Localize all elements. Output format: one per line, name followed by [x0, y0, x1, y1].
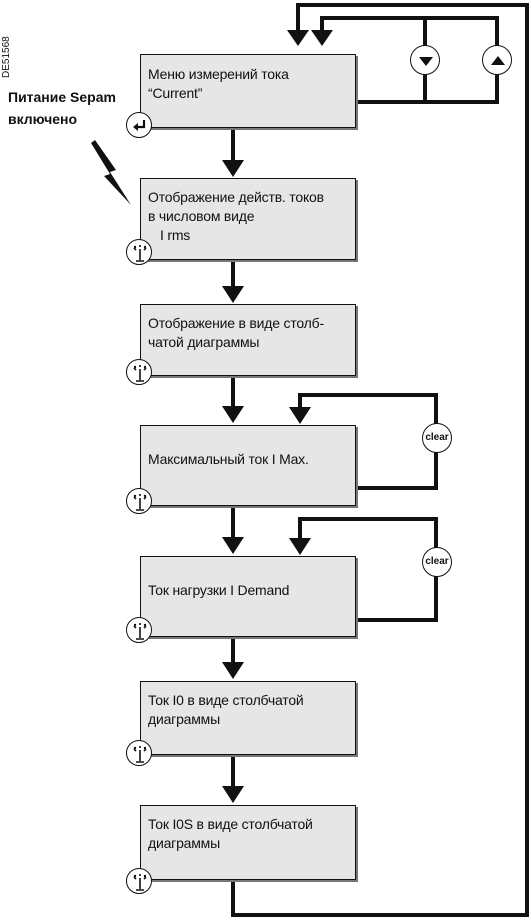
box-text-line: Ток I0S в виде столбчатой: [148, 816, 313, 832]
menu-current-box: Меню измерений тока “Current”: [140, 54, 356, 128]
lightning-icon: [91, 140, 131, 205]
i0-bar-graph-box: Ток I0 в виде столбчатой диаграммы: [140, 681, 356, 755]
box-text-line: “Current”: [148, 85, 203, 101]
up-arrow-key-icon[interactable]: [482, 45, 512, 75]
bell-key-icon[interactable]: [126, 740, 152, 766]
box-text-line: чатой диаграммы: [148, 334, 260, 350]
box-text-line: в числовом виде: [148, 208, 255, 224]
i0s-bar-graph-box: Ток I0S в виде столбчатой диаграммы: [140, 805, 356, 880]
box-text-line: диаграммы: [148, 835, 220, 851]
max-current-box: Максимальный ток I Max.: [140, 425, 356, 506]
power-label-line1: Питание Sepam: [8, 89, 116, 105]
box-text-line: I rms: [160, 227, 191, 243]
box-text-line: Ток I0 в виде столбчатой: [148, 692, 304, 708]
bell-key-icon[interactable]: [126, 488, 152, 514]
rms-current-box: Отображение действ. токов в числовом вид…: [140, 178, 356, 260]
box-text-line: Ток нагрузки I Demand: [148, 582, 290, 598]
enter-key-icon[interactable]: [126, 112, 152, 138]
bell-key-icon[interactable]: [126, 868, 152, 894]
box-text-line: Максимальный ток I Max.: [148, 451, 309, 467]
bar-graph-box: Отображение в виде столб- чатой диаграмм…: [140, 304, 356, 376]
bell-key-icon[interactable]: [126, 617, 152, 643]
box-text-line: Отображение действ. токов: [148, 189, 324, 205]
box-text-line: Отображение в виде столб-: [148, 315, 324, 331]
document-id: DE51568: [1, 36, 12, 78]
box-text-line: Меню измерений тока: [148, 66, 289, 82]
down-arrow-key-icon[interactable]: [410, 45, 440, 75]
demand-current-box: Ток нагрузки I Demand: [140, 556, 356, 637]
clear-button[interactable]: clear: [422, 423, 452, 453]
bell-key-icon[interactable]: [126, 359, 152, 385]
box-text-line: диаграммы: [148, 711, 220, 727]
power-on-label: Питание Sepam включено: [8, 86, 116, 130]
clear-button[interactable]: clear: [422, 547, 452, 577]
power-label-line2: включено: [8, 111, 78, 127]
bell-key-icon[interactable]: [126, 239, 152, 265]
